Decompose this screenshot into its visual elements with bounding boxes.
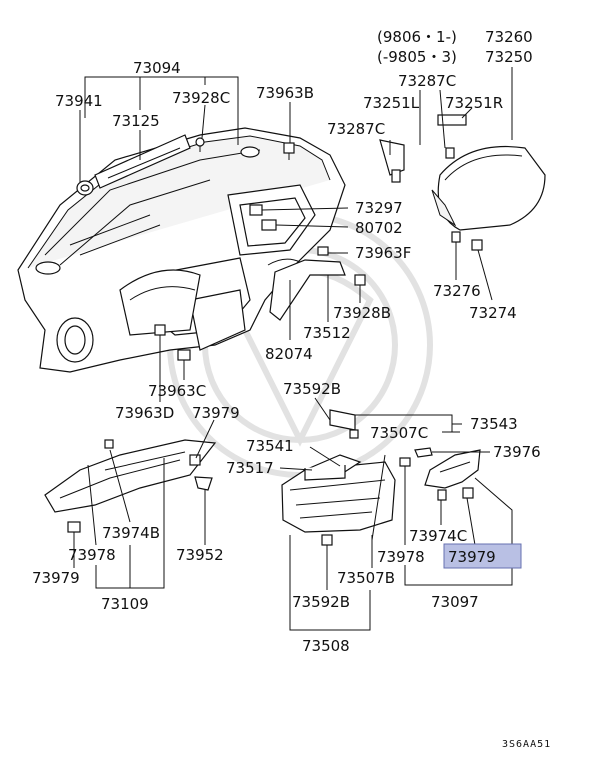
label-73963b[interactable]: 73963B	[256, 84, 314, 102]
label-73952[interactable]: 73952	[176, 546, 224, 564]
label-73963f[interactable]: 73963F	[355, 244, 411, 262]
label-73978-right[interactable]: 73978	[377, 548, 425, 566]
lower-panel-left-drawing	[44, 439, 217, 533]
label-73251r[interactable]: 73251R	[445, 94, 503, 112]
airbag-module-drawing	[379, 114, 546, 251]
label-73928b[interactable]: 73928B	[333, 304, 391, 322]
label-73974c[interactable]: 73974C	[409, 527, 467, 545]
label-80702[interactable]: 80702	[355, 219, 403, 237]
label-73592b-top[interactable]: 73592B	[283, 380, 341, 398]
label-73297[interactable]: 73297	[355, 199, 403, 217]
label-73941[interactable]: 73941	[55, 92, 103, 110]
label-73508[interactable]: 73508	[302, 637, 350, 655]
part-labels: 73094 73941 73125 73928C 73963B (9806・1-…	[32, 28, 541, 655]
label-73979-mid[interactable]: 73979	[192, 404, 240, 422]
label-82074[interactable]: 82074	[265, 345, 313, 363]
highlight-box	[443, 543, 522, 569]
label-73512[interactable]: 73512	[303, 324, 351, 342]
label-9806: (9806・1-)	[377, 28, 457, 46]
label-73541[interactable]: 73541	[246, 437, 294, 455]
label-73979-highlighted[interactable]: 73979	[448, 548, 496, 566]
label-73928c[interactable]: 73928C	[172, 89, 230, 107]
label-73250[interactable]: 73250	[485, 48, 533, 66]
screw-73928c	[195, 137, 205, 152]
label-73507c[interactable]: 73507C	[370, 424, 428, 442]
leader-lines	[73, 67, 513, 631]
instrument-panel-drawing	[17, 127, 346, 373]
label-73251l[interactable]: 73251L	[363, 94, 420, 112]
label-73963d[interactable]: 73963D	[115, 404, 174, 422]
label-9805: (-9805・3)	[377, 48, 457, 66]
label-73976[interactable]: 73976	[493, 443, 541, 461]
diagram-code: 3S6AA51	[502, 739, 551, 750]
glove-box-drawing	[281, 409, 396, 546]
clip-73963b	[283, 142, 295, 160]
fastener-73941	[76, 180, 94, 196]
label-73287c-top[interactable]: 73287C	[398, 72, 456, 90]
label-73507b[interactable]: 73507B	[337, 569, 395, 587]
label-73979-left[interactable]: 73979	[32, 569, 80, 587]
label-73276[interactable]: 73276	[433, 282, 481, 300]
label-73109[interactable]: 73109	[101, 595, 149, 613]
label-73978-left[interactable]: 73978	[68, 546, 116, 564]
label-73543[interactable]: 73543	[470, 415, 518, 433]
label-73094[interactable]: 73094	[133, 59, 181, 77]
label-73974b[interactable]: 73974B	[102, 524, 160, 542]
label-73963c[interactable]: 73963C	[148, 382, 206, 400]
label-73125[interactable]: 73125	[112, 112, 160, 130]
label-73260[interactable]: 73260	[485, 28, 533, 46]
label-73274[interactable]: 73274	[469, 304, 517, 322]
lower-panel-right-drawing	[399, 447, 481, 501]
label-73517[interactable]: 73517	[226, 459, 274, 477]
label-73097[interactable]: 73097	[431, 593, 479, 611]
label-73287c-left[interactable]: 73287C	[327, 120, 385, 138]
label-73592b-bottom[interactable]: 73592B	[292, 593, 350, 611]
